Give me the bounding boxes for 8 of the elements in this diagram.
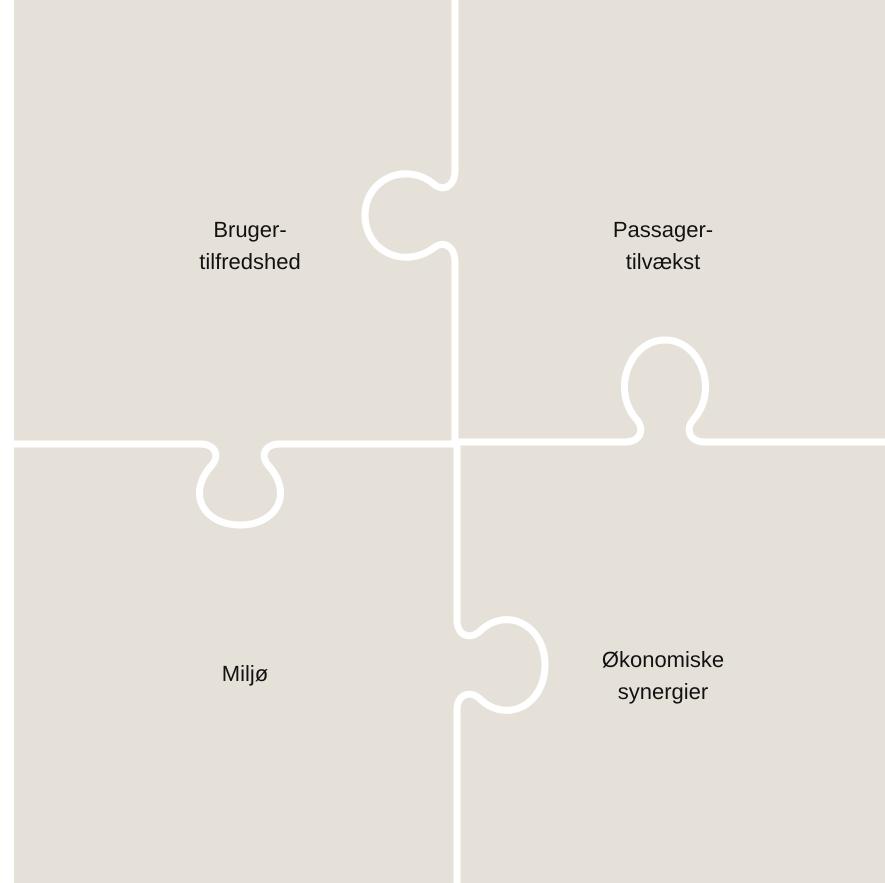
piece-label: Økonomiske synergier (600, 646, 726, 706)
piece-label: Bruger- tilfredshed (198, 216, 302, 276)
piece-label: Miljø (220, 660, 270, 688)
puzzle-piece (14, 0, 457, 443)
puzzle-piece (14, 441, 457, 883)
puzzle-piece (455, 441, 885, 883)
piece-label: Passager- tilvækst (612, 216, 714, 276)
puzzle-piece (455, 0, 885, 443)
